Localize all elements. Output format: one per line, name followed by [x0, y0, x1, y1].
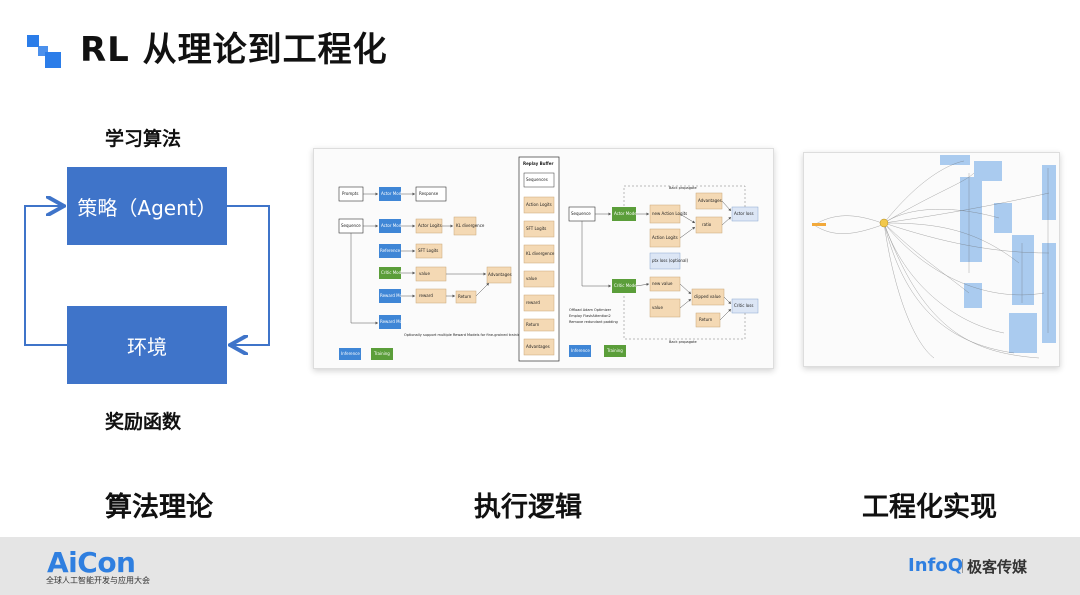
- r-node-ptx: ptx loss (optional): [652, 258, 689, 263]
- loop-arrows: [24, 0, 270, 420]
- title-logo-icon: [27, 35, 61, 69]
- environment-box: 环境: [67, 306, 227, 384]
- rb-item-1: Action Logits: [526, 202, 552, 207]
- node-reference: Reference Model: [380, 248, 413, 253]
- r-node-sequence: Sequence: [571, 211, 591, 216]
- aicon-subtitle: 全球人工智能开发与应用大会: [46, 576, 150, 585]
- r-legend-training: Training: [606, 348, 623, 353]
- node-sft-logits: SFT Logits: [418, 248, 438, 253]
- reward-function-label: 奖励函数: [105, 411, 182, 433]
- r-node-ratio: ratio: [702, 222, 712, 227]
- r-node-return: Return: [699, 317, 713, 322]
- node-critic: Critic Model: [381, 270, 405, 275]
- engineering-caption: 工程化实现: [862, 492, 997, 523]
- r-legend-inference: Inference: [571, 348, 590, 353]
- rb-item-3: KL divergence: [526, 251, 555, 256]
- node-value: value: [419, 271, 430, 276]
- legend-inference: Inference: [341, 351, 360, 356]
- rb-item-4: value: [526, 276, 537, 281]
- r-node-new-value: new value: [652, 281, 673, 286]
- r-node-actor: Actor Model: [614, 211, 638, 216]
- logo-divider: [962, 559, 963, 573]
- r-node-critic-loss: Critic loss: [734, 303, 753, 308]
- rb-item-7: Advantages: [526, 344, 550, 349]
- node-reward-model-2: Reward Model: [380, 319, 408, 324]
- legend-training: Training: [373, 351, 390, 356]
- learning-algorithm-label: 学习算法: [105, 128, 182, 150]
- node-reward-model: Reward Model: [380, 293, 408, 298]
- node-response: Response: [419, 191, 439, 196]
- node-kl: KL divergence: [456, 223, 485, 228]
- agent-box: 策略（Agent）: [67, 167, 227, 245]
- r-node-new-logits: new Action Logits: [652, 211, 687, 216]
- replay-buffer-title: Replay Buffer: [523, 161, 553, 166]
- node-advantages: Advantages: [488, 272, 512, 277]
- rb-item-6: Return: [526, 322, 540, 327]
- r-node-actor-loss: Actor loss: [734, 211, 754, 216]
- rb-item-0: Sequences: [526, 177, 548, 182]
- logic-caption: 执行逻辑: [474, 492, 582, 523]
- rlhf-pipeline-diagram: Prompts Actor Model Response Sequence Ac…: [313, 148, 774, 369]
- footer-bar: [0, 537, 1080, 595]
- r-note-2: Remove redundant padding: [569, 320, 618, 324]
- node-sequence: Sequence: [341, 223, 361, 228]
- left-note: Optionally support multiple Reward Model…: [404, 333, 522, 337]
- r-node-logits: Action Logits: [652, 235, 678, 240]
- computation-graph: [803, 152, 1060, 367]
- r-node-clipped: clipped value: [694, 294, 721, 299]
- r-node-advantages: Advantages: [698, 198, 722, 203]
- node-return: Return: [458, 294, 472, 299]
- r-note-1: Employ FlashAttention2: [569, 314, 611, 318]
- page-title: RL 从理论到工程化: [80, 30, 388, 70]
- theory-caption: 算法理论: [105, 492, 213, 523]
- node-actor-1: Actor Model: [381, 191, 405, 196]
- node-actor-logits: Actor Logits: [418, 223, 442, 228]
- infoq-logo: InfoQ: [908, 555, 964, 576]
- node-actor-2: Actor Model: [381, 223, 405, 228]
- rb-item-5: reward: [526, 300, 540, 305]
- publisher-name: 极客传媒: [967, 558, 1028, 576]
- node-prompts: Prompts: [342, 191, 358, 196]
- rb-item-2: SFT Logits: [526, 226, 546, 231]
- node-reward: reward: [419, 293, 433, 298]
- r-node-critic: Critic Model: [614, 283, 638, 288]
- r-note-0: Offload Adam Optimizer: [569, 308, 612, 312]
- aicon-logo: AiCon: [47, 546, 136, 579]
- r-node-value: value: [652, 305, 663, 310]
- r-label-bp-bottom: Back propagate: [669, 340, 697, 344]
- r-label-bp-top: Back propagate: [669, 186, 697, 190]
